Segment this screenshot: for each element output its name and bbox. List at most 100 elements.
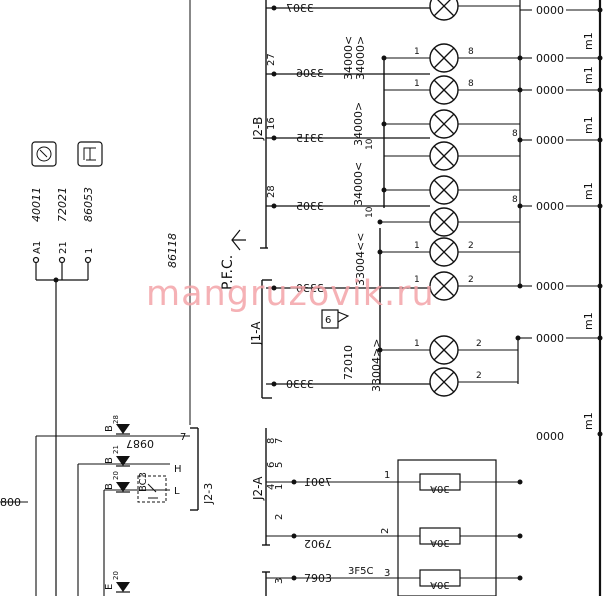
diode-label-b2: B <box>104 457 115 464</box>
fuse-box-pin-1: 1 <box>384 470 390 481</box>
lamp-3 <box>429 75 459 105</box>
wire-row-3305: 28 3305 <box>266 185 430 213</box>
wire-label-0987: 0987 <box>126 437 154 450</box>
wire-label-3305: 3305 <box>296 200 324 213</box>
lamp-pin-2d: 2 <box>476 371 482 381</box>
bus-label-m1-d: m1 <box>582 182 595 200</box>
pin-16: 16 <box>266 117 277 130</box>
ground-code-6: 0000 <box>536 280 564 293</box>
part-ref-72010: 72010 <box>342 345 355 380</box>
pin-3: 3 <box>274 578 285 584</box>
fuse-label-1: 30A <box>430 483 450 494</box>
wire-row-3330b: 3330 <box>266 378 430 391</box>
wire-label-7902: 7902 <box>304 537 332 550</box>
connector-label-j2a: J2-A <box>251 476 265 501</box>
wire-row-3315: 16 3315 <box>266 117 430 145</box>
part-ref-34000-b: 34000> <box>354 36 367 80</box>
j23-pin-h: H <box>174 464 182 475</box>
fuse-label-2: 30A <box>430 537 450 548</box>
pin-7: 7 <box>274 438 285 444</box>
connector-j1a: J1-A <box>249 279 272 399</box>
lamp-column <box>429 0 459 397</box>
watermark-text: mangruzovik.ru <box>146 274 435 314</box>
id-72021: 72021 <box>56 187 69 222</box>
ref-86118: 86118 <box>166 233 179 268</box>
pin-6: 6 <box>266 462 277 468</box>
bus-label-m1-a: m1 <box>582 32 595 50</box>
ground-code-1: 0000 <box>536 4 564 17</box>
connector-j2a: J2-A 7 5 1 2 8 6 4 <box>251 428 285 546</box>
diode-sub-21: 21 <box>112 445 120 454</box>
connector-j2b: J2-B <box>251 0 268 249</box>
lamp-4 <box>429 109 459 139</box>
left-junction <box>32 256 92 596</box>
connector-label-j1a: J1-A <box>249 321 263 346</box>
ground-code-7: 0000 <box>536 332 564 345</box>
wire-label-7903: 7903 <box>304 572 332 585</box>
lamp-feed-lines <box>380 5 520 383</box>
diode-label-e: E <box>104 584 115 590</box>
fuse-3 <box>419 569 461 587</box>
wire-label-800: 800 <box>0 496 21 509</box>
terminal-21: 21 <box>58 241 69 254</box>
lamp-2 <box>429 43 459 73</box>
lamp-pin-1c: 1 <box>414 241 420 251</box>
diode-label-b1: B <box>104 425 115 432</box>
bc3-label: BC3 <box>138 472 149 492</box>
bus-label-m1-b: m1 <box>582 66 595 84</box>
part-ref-33004-b: 33004>> <box>370 339 383 392</box>
left-icons <box>31 141 103 167</box>
terminal-1: 1 <box>84 248 95 254</box>
j23-pin-l: L <box>174 486 180 497</box>
wire-row-3330a: 3330 <box>266 282 430 295</box>
diode-label-b3: B <box>104 483 115 490</box>
part-ref-34000-a: 34000< <box>342 36 355 80</box>
left-wires <box>0 435 190 596</box>
fuse-box-pin-3: 3 <box>384 568 390 579</box>
lamp-pin-8b: 8 <box>468 79 474 89</box>
lamp-pin-8d: 8 <box>512 195 518 205</box>
fuse-label-3: 30A <box>430 579 450 590</box>
connector-bottom: 3 <box>262 571 285 596</box>
lamp-pin-1e: 1 <box>414 339 420 349</box>
lamp-10 <box>429 335 459 365</box>
ground-code-5: 0000 <box>536 200 564 213</box>
wire-label-3315: 3315 <box>296 132 324 145</box>
ground-code-8: 0000 <box>536 430 564 443</box>
bus-label-m1-c: m1 <box>582 116 595 134</box>
wire-label-3330b: 3330 <box>286 378 314 391</box>
lamp-11 <box>429 367 459 397</box>
wire-label-7901: 7901 <box>304 476 332 489</box>
left-ids: 40011 72021 86053 A1 21 1 86118 <box>30 187 179 268</box>
fuse-box: 30A 30A 30A 7901 7902 7903 3F5C 1 2 3 <box>266 459 523 596</box>
lamp-pin-1b: 1 <box>414 79 420 89</box>
fuse-box-pin-2: 2 <box>380 528 391 534</box>
wire-label-3306: 3306 <box>296 67 324 80</box>
id-86053: 86053 <box>82 187 95 222</box>
lamp-pin-10b: 10 <box>365 206 375 218</box>
pin-8: 8 <box>266 438 277 444</box>
id-40011: 40011 <box>30 187 43 222</box>
part-ref-33004-a: 33004<< <box>354 233 367 286</box>
lamp-pin-1d: 1 <box>414 275 420 285</box>
lamp-pin-10a: 10 <box>365 138 375 150</box>
connector-j23: J2-3 7 H L <box>174 427 215 511</box>
part-ref-34000-d: 34000< <box>352 162 365 206</box>
pin-2: 2 <box>274 514 285 520</box>
lamp-pin-8c: 8 <box>512 129 518 139</box>
wire-label-3f5c: 3F5C <box>348 566 373 577</box>
pin-28: 28 <box>266 185 277 198</box>
wire-row-3306: 27 3306 <box>266 53 430 80</box>
lamp-1 <box>429 0 459 21</box>
relay-label-6: 6 <box>325 315 331 326</box>
lamp-6 <box>429 175 459 205</box>
bc3-switch: BC3 <box>137 472 167 503</box>
diode-sub-28: 28 <box>112 415 120 424</box>
ground-code-2: 0000 <box>536 52 564 65</box>
pfc-label: P.F.C. <box>220 229 246 290</box>
pin-5: 5 <box>274 462 285 468</box>
terminal-a1: A1 <box>32 241 43 254</box>
diode-sub-20-e: 20 <box>112 571 120 580</box>
